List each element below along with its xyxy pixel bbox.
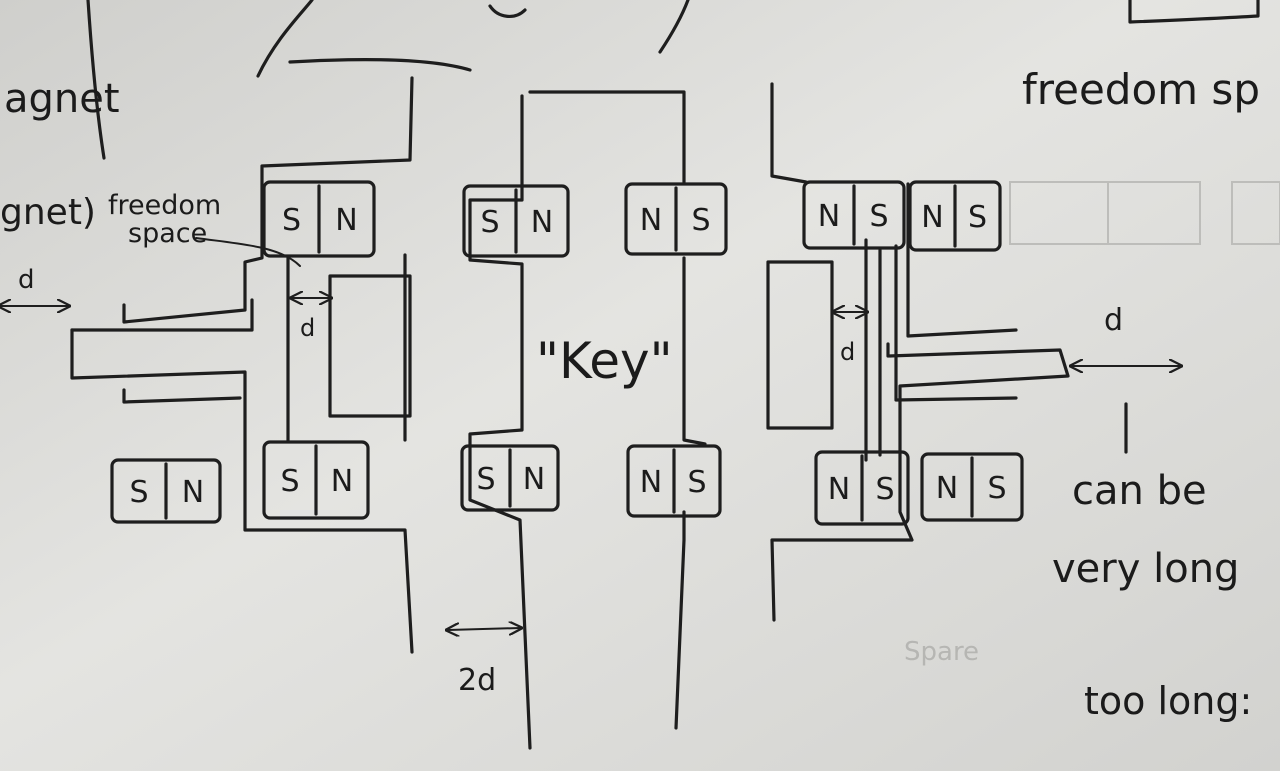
magnet-label-top: agnet [4,76,120,122]
magnet-pole-right: S [869,199,888,234]
magnet-pole-left: S [282,203,301,238]
magnet-pole-left: S [476,462,495,497]
magnet-body [262,180,376,258]
d-label-right: d [1104,303,1123,338]
magnet-body [110,458,222,524]
magnet-body [814,450,910,526]
magnet-pole-left: N [640,203,662,238]
freedom-space-label-right: freedom sp [1022,65,1260,114]
freedom-space-word: freedom [108,190,221,221]
magnet-pole-right: N [335,203,357,238]
magnet-body [802,180,906,250]
top-sketch-lines [86,0,1260,160]
can-be-very-long-line2: very long [1052,546,1239,592]
magnet-pole-left: S [480,205,499,240]
key-label: "Key" [536,332,673,390]
freedom-space-word-2: space [128,218,207,249]
magnet-body [462,184,570,258]
magnet-pole-left: N [828,472,850,507]
d-label-inner-left: d [300,314,315,342]
magnet-body [626,444,722,518]
magnet-pole-right: S [687,465,706,500]
magnet-body [262,440,370,520]
magnet-pole-right: S [875,472,894,507]
magnet-pole-left: N [921,200,943,235]
magnet-pole-right: S [987,471,1006,506]
d-label-left: d [18,265,35,295]
magnet-pole-left: N [640,465,662,500]
ghost-marks [1009,181,1280,245]
can-be-very-long-line1: can be [1072,468,1207,514]
magnet-pole-left: N [936,471,958,506]
freedom-space-pointer [195,237,301,267]
magnet-pole-right: N [182,475,204,510]
d-label-inner-right: d [840,338,855,366]
magnet-label-side: gnet) [0,192,96,233]
magnet-body [908,180,1002,252]
right-housing [766,82,1070,622]
two-d-arrow [448,628,520,630]
magnet-pole-right: S [691,203,710,238]
magnet-pole-left: S [129,475,148,510]
magnet-pole-right: N [523,462,545,497]
magnet-body [460,444,560,512]
left-housing [70,76,414,654]
too-long-label: too long: [1084,679,1252,723]
two-d-label: 2d [458,663,496,698]
magnet-pole-right: N [531,205,553,240]
magnet-body [624,182,728,256]
magnet-pole-right: N [331,464,353,499]
faint-back-text: Spare [904,637,979,667]
magnet-pole-left: S [280,464,299,499]
magnet-pole-left: N [818,199,840,234]
magnet-pole-right: S [968,200,987,235]
magnet-body [920,452,1024,522]
